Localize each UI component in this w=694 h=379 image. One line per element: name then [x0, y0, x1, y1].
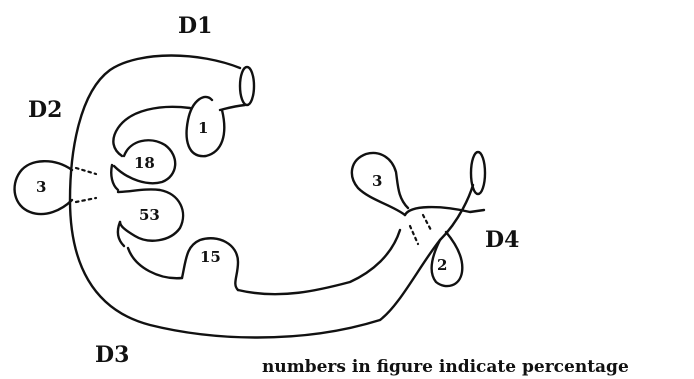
duodenum-inner-wall-top: [220, 105, 245, 110]
label-d4: D4: [485, 227, 519, 253]
pct-d3-pouch: 15: [200, 248, 221, 266]
pct-d1-pouch: 1: [198, 119, 208, 137]
label-d3: D3: [95, 342, 129, 368]
duodenum-inner-wall-left-1: [113, 107, 190, 156]
d2-outer-neck-top: [76, 168, 96, 174]
pct-d2-outer: 3: [36, 178, 46, 196]
d2-outer-neck-bottom: [76, 198, 96, 202]
footnote: numbers in figure indicate percentage: [262, 357, 629, 377]
d4-opening: [471, 152, 485, 194]
d1-opening: [240, 67, 254, 105]
duodenum-inner-wall-bottom: [128, 248, 182, 278]
d4-lower-neck-left: [410, 226, 418, 244]
pct-d4-upper: 3: [372, 172, 382, 190]
pct-d2-lower: 53: [139, 206, 160, 224]
pct-d4-lower: 2: [437, 256, 447, 274]
pct-d2-upper: 18: [134, 154, 155, 172]
duodenum-inner-wall-d3: [238, 230, 400, 294]
label-d1: D1: [178, 13, 212, 39]
label-d2: D2: [28, 97, 62, 123]
d4-lower-neck-right: [423, 215, 432, 232]
duodenum-inner-wall-d4: [405, 207, 484, 215]
